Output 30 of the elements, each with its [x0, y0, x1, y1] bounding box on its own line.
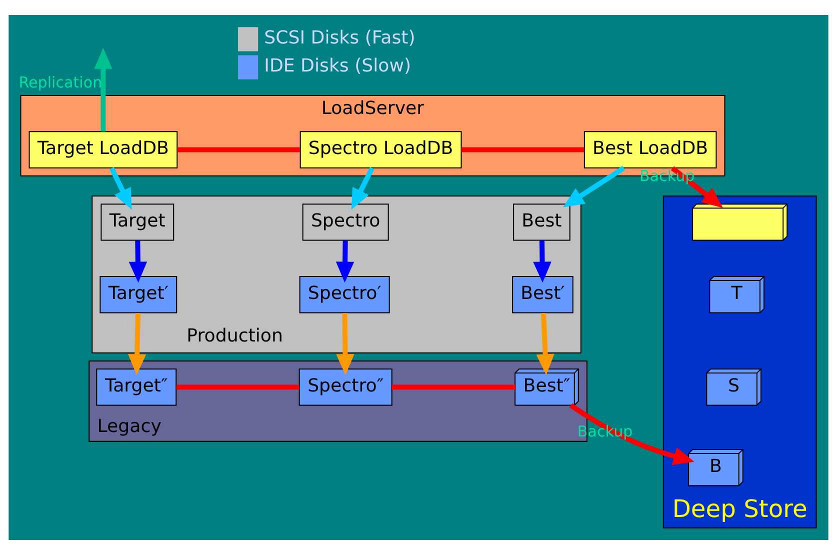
- connector: [177, 146, 300, 152]
- node-box: Best′: [512, 276, 574, 313]
- node-box: Best: [513, 203, 570, 240]
- arrow: [336, 312, 354, 374]
- node-box: Spectro″: [298, 368, 392, 406]
- arrow: [128, 312, 146, 374]
- arrow: [94, 48, 112, 131]
- arrow: [351, 166, 374, 210]
- arrow: [563, 165, 626, 207]
- node-box: Best LoadDB: [584, 130, 717, 168]
- arrow: [128, 240, 148, 282]
- arrow: [569, 402, 694, 465]
- node-box: Target′: [100, 276, 178, 313]
- node-box: Spectro LoadDB: [300, 130, 462, 168]
- arrow: [536, 312, 554, 374]
- legend-label: SCSI Disks (Fast): [264, 27, 416, 48]
- edge-label: Replication: [18, 73, 102, 92]
- node-box: Target: [100, 203, 174, 240]
- connector: [392, 384, 515, 390]
- legend-label: IDE Disks (Slow): [264, 55, 412, 76]
- arrow: [109, 166, 132, 210]
- arrow: [336, 240, 354, 282]
- arrow: [670, 166, 723, 208]
- node-box: Target LoadDB: [28, 130, 178, 168]
- connector: [461, 146, 584, 152]
- node-box: Target″: [96, 368, 177, 406]
- node-box: Spectro: [302, 203, 389, 240]
- connector: [176, 384, 299, 390]
- node-box: Spectro′: [299, 276, 390, 313]
- arrow: [533, 240, 552, 282]
